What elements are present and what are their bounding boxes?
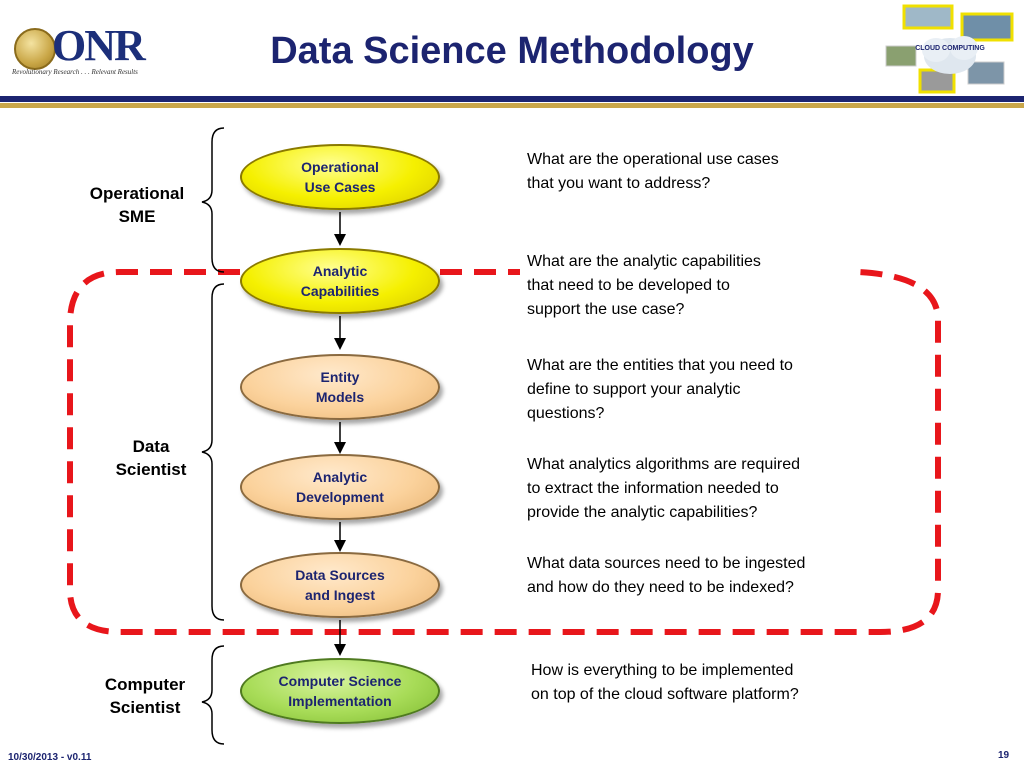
question-analytic-capabilities: What are the analytic capabilities that … bbox=[527, 253, 761, 318]
ship-photo bbox=[960, 12, 1014, 42]
brace-operational-sme bbox=[201, 127, 225, 273]
header-rule-navy bbox=[0, 96, 1024, 102]
onr-seal-icon bbox=[14, 28, 56, 70]
node-entity-models: Entity Models bbox=[240, 354, 440, 420]
footer-date-version: 10/30/2013 - v0.11 bbox=[8, 752, 92, 763]
page-title: Data Science Methodology bbox=[270, 30, 754, 72]
header-rule-gold bbox=[0, 103, 1024, 108]
brace-data-scientist bbox=[201, 283, 225, 621]
cloud-label: CLOUD COMPUTING bbox=[915, 45, 985, 52]
question-entity-models: What are the entities that you need to d… bbox=[527, 357, 793, 422]
cloud-icon bbox=[922, 36, 978, 74]
role-data-scientist: Data Scientist bbox=[115, 437, 187, 479]
aircraft-photo bbox=[902, 4, 954, 30]
vehicle-photo bbox=[885, 45, 917, 67]
question-implementation: How is everything to be implemented on t… bbox=[531, 662, 799, 703]
logo-tagline: Revolutionary Research . . . Relevant Re… bbox=[12, 68, 138, 76]
node-data-sources-and-ingest: Data Sources and Ingest bbox=[240, 552, 440, 618]
cloud-computing-graphic: CLOUD COMPUTING bbox=[885, 4, 1014, 94]
logo-text: ONR bbox=[52, 21, 146, 70]
footer-page-number: 19 bbox=[998, 750, 1010, 761]
node-computer-science-implementation: Computer Science Implementation bbox=[240, 658, 440, 724]
drone-photo bbox=[967, 61, 1005, 85]
question-operational-use-cases: What are the operational use cases that … bbox=[527, 151, 779, 192]
role-operational-sme: Operational SME bbox=[89, 184, 185, 226]
node-operational-use-cases: Operational Use Cases bbox=[240, 144, 440, 210]
question-analytic-development: What analytics algorithms are required t… bbox=[527, 456, 801, 521]
node-analytic-capabilities: Analytic Capabilities bbox=[240, 248, 440, 314]
node-analytic-development: Analytic Development bbox=[240, 454, 440, 520]
onr-logo: ONR Revolutionary Research . . . Relevan… bbox=[12, 24, 146, 80]
data-scientist-scope-boundary bbox=[67, 269, 941, 635]
role-computer-scientist: Computer Scientist bbox=[104, 675, 186, 717]
brace-computer-scientist bbox=[201, 645, 225, 745]
question-data-sources: What data sources need to be ingested an… bbox=[527, 555, 806, 596]
